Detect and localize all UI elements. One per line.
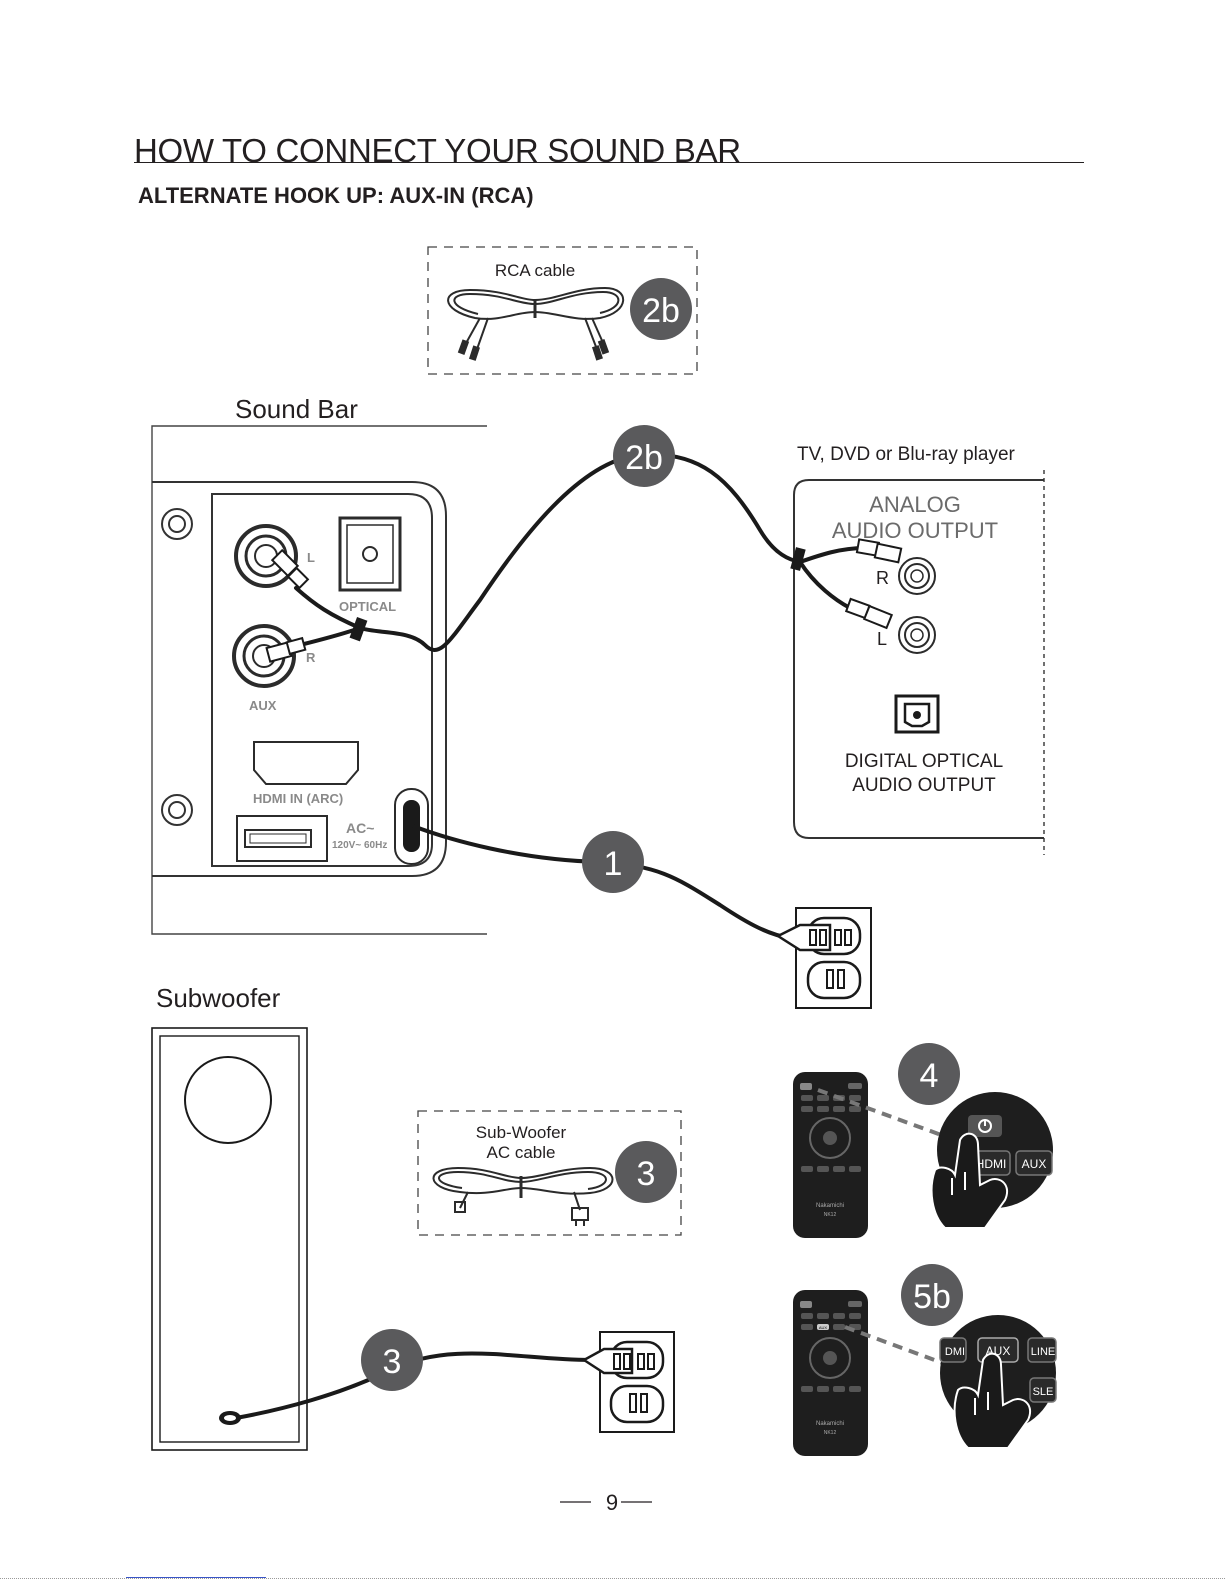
cable-tie-tv	[790, 547, 806, 571]
step-badge-3-text: 3	[383, 1343, 402, 1381]
rca-plug-soundbar-l	[270, 548, 310, 590]
step-badge-sub-box-text: 3	[637, 1155, 656, 1193]
remote2-key-aux: AUX	[819, 1325, 828, 1330]
digital-line1: DIGITAL OPTICAL	[845, 751, 1003, 772]
rca-cable-icon	[447, 286, 625, 353]
step-badge-5b	[901, 1264, 963, 1326]
sub-cable-line2: AC cable	[487, 1143, 556, 1162]
step-badge-rca-box	[630, 278, 692, 340]
zoom2-key-hdmi: DMI	[945, 1346, 965, 1358]
step-badge-5b-text: 5b	[913, 1278, 951, 1316]
step-badge-1	[582, 831, 644, 893]
usb-port	[236, 815, 328, 862]
step-badge-4	[898, 1043, 960, 1105]
hdmi-port	[253, 741, 359, 785]
remote-power: Nakamichi NK12	[793, 1072, 868, 1238]
hdmi-label: HDMI IN (ARC)	[253, 791, 343, 806]
tv-l-label: L	[877, 629, 887, 649]
optical-port	[338, 516, 402, 592]
step-badge-1-text: 1	[604, 845, 623, 883]
remote2-brand: Nakamichi	[816, 1421, 844, 1427]
sub-cable-line1: Sub-Woofer	[476, 1123, 567, 1142]
title-rule	[134, 162, 1084, 163]
zoom-line-aux	[844, 1325, 949, 1367]
step-badge-sub-box	[615, 1141, 677, 1203]
tv-r-label: R	[876, 568, 889, 588]
aux-label: AUX	[249, 698, 277, 713]
rca-plug-tv-r	[855, 538, 903, 564]
footer-dotted-rule	[0, 1578, 1225, 1579]
section-subtitle: ALTERNATE HOOK UP: AUX-IN (RCA)	[138, 183, 534, 208]
tv-label: TV, DVD or Blu-ray player	[797, 444, 1016, 465]
rca-cable-box: RCA cable 2b	[427, 246, 698, 375]
digital-line2: AUDIO OUTPUT	[852, 775, 996, 796]
rca-plug-tv-l	[844, 597, 894, 630]
zoom2-key-sleep: SLE	[1033, 1386, 1054, 1398]
aux-l-label: L	[307, 550, 315, 565]
voltage-label: 120V~ 60Hz	[332, 840, 387, 851]
sub-cable-icon	[432, 1166, 614, 1226]
analog-line1: ANALOG	[869, 492, 961, 517]
wall-outlet-bottom	[581, 1331, 675, 1433]
zoom2-key-line: LINE	[1031, 1346, 1055, 1358]
step-badge-2b	[613, 425, 675, 487]
sub-cable-box: Sub-Woofer AC cable 3	[417, 1110, 682, 1236]
zoom-key-hdmi: HDMI	[976, 1157, 1007, 1171]
analog-line2: AUDIO OUTPUT	[832, 518, 998, 543]
step-badge-2b-text: 2b	[625, 439, 663, 477]
hand-icon-power	[930, 1132, 1009, 1229]
optical-label: OPTICAL	[339, 599, 396, 614]
wall-outlet-top	[775, 907, 872, 1009]
step-badge-rca-box-text: 2b	[642, 292, 680, 330]
footer-link-underline[interactable]	[126, 1577, 266, 1578]
rca-plug-soundbar-r	[265, 636, 307, 663]
page-number: 9	[605, 1490, 619, 1515]
soundbar-panel: Sound Bar L R AUX OPTICAL HDMI IN (ARC) …	[151, 394, 487, 935]
ac-label: AC~	[346, 820, 374, 836]
soundbar-label: Sound Bar	[235, 394, 358, 424]
subwoofer-label: Subwoofer	[156, 983, 281, 1013]
rca-cable-label: RCA cable	[495, 261, 575, 280]
step-badge-3	[361, 1329, 423, 1391]
remote2-model: NK12	[824, 1430, 837, 1436]
step-badge-4-text: 4	[920, 1057, 939, 1095]
rca-plugs	[457, 339, 610, 361]
zoom-key-aux: AUX	[1022, 1157, 1047, 1171]
tv-panel: TV, DVD or Blu-ray player ANALOG AUDIO O…	[793, 444, 1045, 855]
subwoofer: Subwoofer	[151, 983, 308, 1451]
aux-r-label: R	[306, 650, 316, 665]
remote-aux: AUX Nakamichi NK12	[793, 1290, 868, 1456]
zoom-line-power	[817, 1088, 956, 1142]
hand-icon-aux	[953, 1352, 1032, 1449]
power-cable	[412, 824, 791, 940]
remote1-model: NK12	[824, 1212, 837, 1218]
cable-tie-soundbar	[349, 616, 368, 642]
remote1-brand: Nakamichi	[816, 1203, 844, 1209]
